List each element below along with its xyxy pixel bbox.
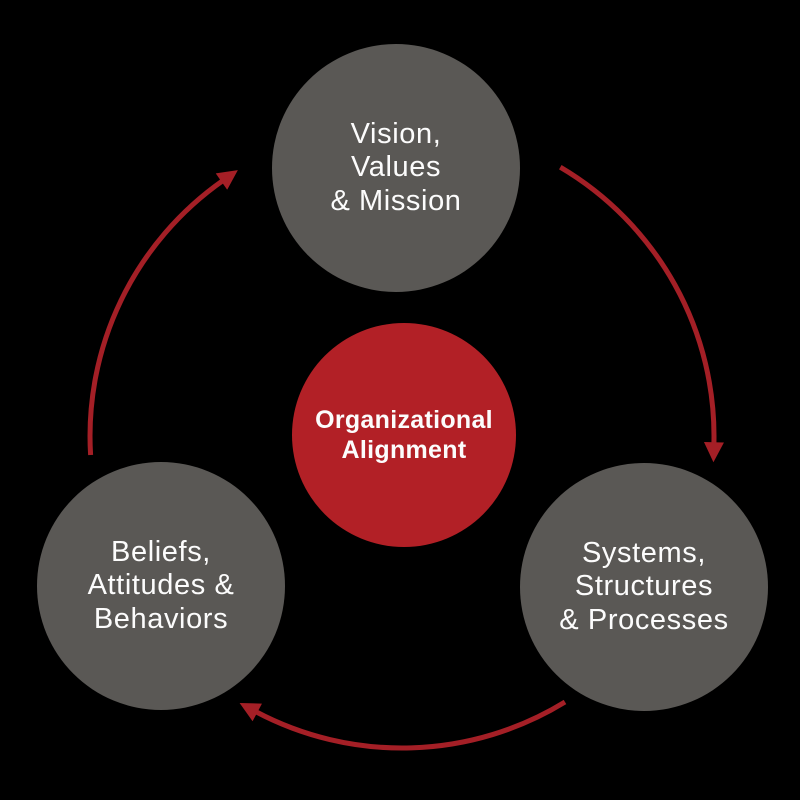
node-label-line: Beliefs, bbox=[111, 535, 211, 568]
node-label-line: Behaviors bbox=[93, 602, 229, 635]
node-organizational-alignment: Organizational Alignment bbox=[292, 323, 516, 547]
node-vision-values-mission: Vision, Values & Mission bbox=[272, 44, 520, 292]
arrow-systems-to-beliefs bbox=[239, 699, 567, 751]
arrow-vision-to-systems bbox=[559, 165, 724, 463]
node-beliefs-attitudes-behaviors: Beliefs, Attitudes & Behaviors bbox=[37, 462, 285, 710]
node-label-line: & Processes bbox=[559, 603, 729, 636]
node-label-line: Alignment bbox=[341, 436, 467, 464]
node-label-line: Values bbox=[350, 151, 442, 184]
node-systems-structures-processes: Systems, Structures & Processes bbox=[520, 463, 768, 711]
node-label-line: Systems, bbox=[581, 536, 707, 569]
arrow-beliefs-to-vision bbox=[87, 170, 238, 456]
node-label-line: Attitudes & bbox=[87, 569, 235, 602]
node-label-line: Organizational bbox=[315, 405, 493, 434]
node-label-line: Vision, bbox=[350, 117, 442, 150]
node-label-line: & Mission bbox=[330, 184, 462, 217]
node-label-line: Structures bbox=[574, 570, 714, 603]
